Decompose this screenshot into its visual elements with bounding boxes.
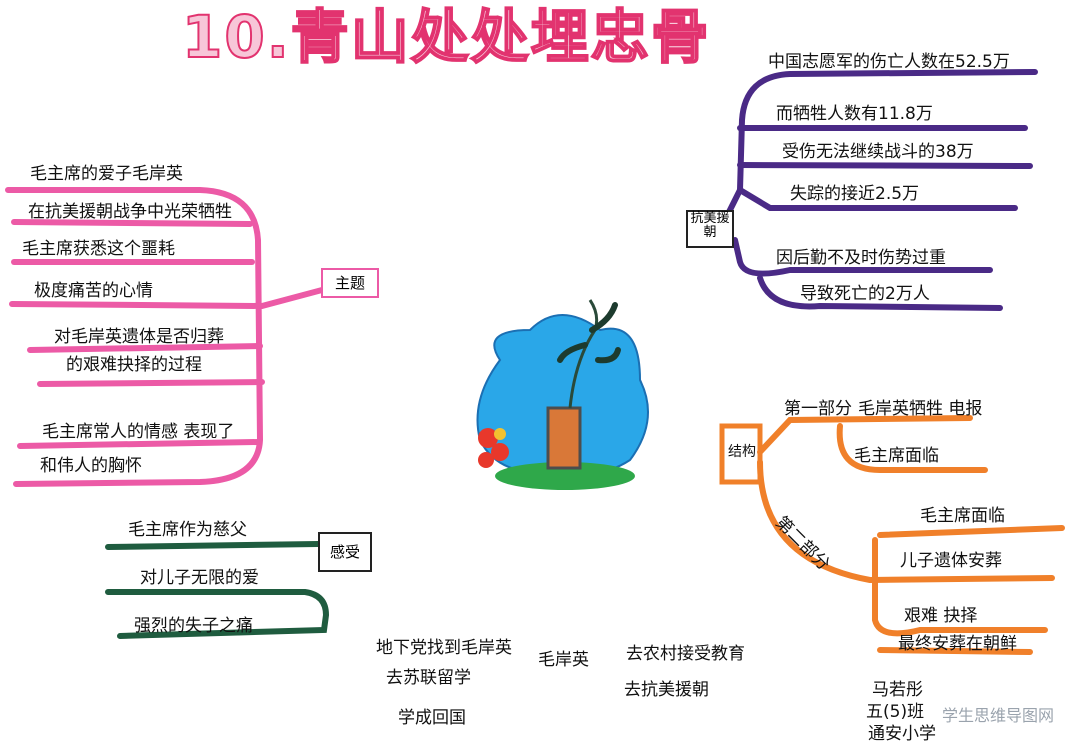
- theme-label: 主题: [321, 268, 379, 298]
- war-item: 而牺牲人数有11.8万: [776, 104, 933, 124]
- theme-item: 的艰难抉择的过程: [66, 355, 202, 375]
- structure-item: 毛岸英牺牲 电报: [858, 399, 983, 419]
- structure-item: 儿子遗体安葬: [900, 551, 1002, 571]
- structure-item: 毛主席面临: [920, 506, 1005, 526]
- war-branches: [722, 69, 1038, 311]
- structure-part1: 第一部分: [784, 399, 852, 419]
- war-item: 中国志愿军的伤亡人数在52.5万: [768, 52, 1010, 72]
- theme-item: 毛主席获悉这个噩耗: [22, 239, 175, 259]
- war-item: 因后勤不及时伤势过重: [776, 248, 946, 268]
- theme-branches: [5, 187, 325, 487]
- structure-branches: [757, 415, 1065, 655]
- page-title: 10.青山处处埋忠骨: [181, 3, 711, 71]
- structure-label-frame: [719, 423, 763, 485]
- war-item: 导致死亡的2万人: [800, 284, 930, 304]
- feeling-item: 对儿子无限的爱: [140, 568, 259, 588]
- watermark: 学生思维导图网: [941, 706, 1054, 725]
- story-item: 毛岸英: [538, 650, 589, 670]
- structure-item: 毛主席面临: [854, 446, 939, 466]
- war-item: 失踪的接近2.5万: [790, 184, 920, 204]
- story-item: 学成回国: [398, 708, 466, 728]
- theme-item: 极度痛苦的心情: [34, 281, 153, 301]
- feeling-label: 感受: [318, 532, 372, 572]
- structure-item: 最终安葬在朝鲜: [898, 634, 1017, 654]
- feeling-item: 强烈的失子之痛: [134, 616, 253, 636]
- feeling-branches: [105, 541, 330, 639]
- war-label: 抗美援朝: [686, 210, 734, 248]
- story-item: 去苏联留学: [386, 668, 471, 688]
- center-illustration: [476, 299, 649, 490]
- story-item: 地下党找到毛岸英: [376, 638, 512, 658]
- theme-item: 毛主席常人的情感 表现了: [42, 422, 235, 442]
- story-item: 去农村接受教育: [626, 644, 745, 664]
- theme-item: 在抗美援朝战争中光荣牺牲: [28, 202, 232, 222]
- theme-item: 毛主席的爱子毛岸英: [30, 164, 183, 184]
- structure-item: 艰难 抉择: [904, 606, 978, 626]
- structure-label: 结构: [728, 444, 756, 460]
- story-item: 去抗美援朝: [624, 680, 709, 700]
- theme-item: 对毛岸英遗体是否归葬: [54, 327, 224, 347]
- theme-item: 和伟人的胸怀: [40, 456, 142, 476]
- war-item: 受伤无法继续战斗的38万: [782, 142, 974, 162]
- author-class: 五(5)班: [866, 702, 925, 722]
- feeling-item: 毛主席作为慈父: [128, 520, 247, 540]
- author-name: 马若彤: [872, 680, 923, 700]
- author-school: 通安小学: [868, 724, 936, 744]
